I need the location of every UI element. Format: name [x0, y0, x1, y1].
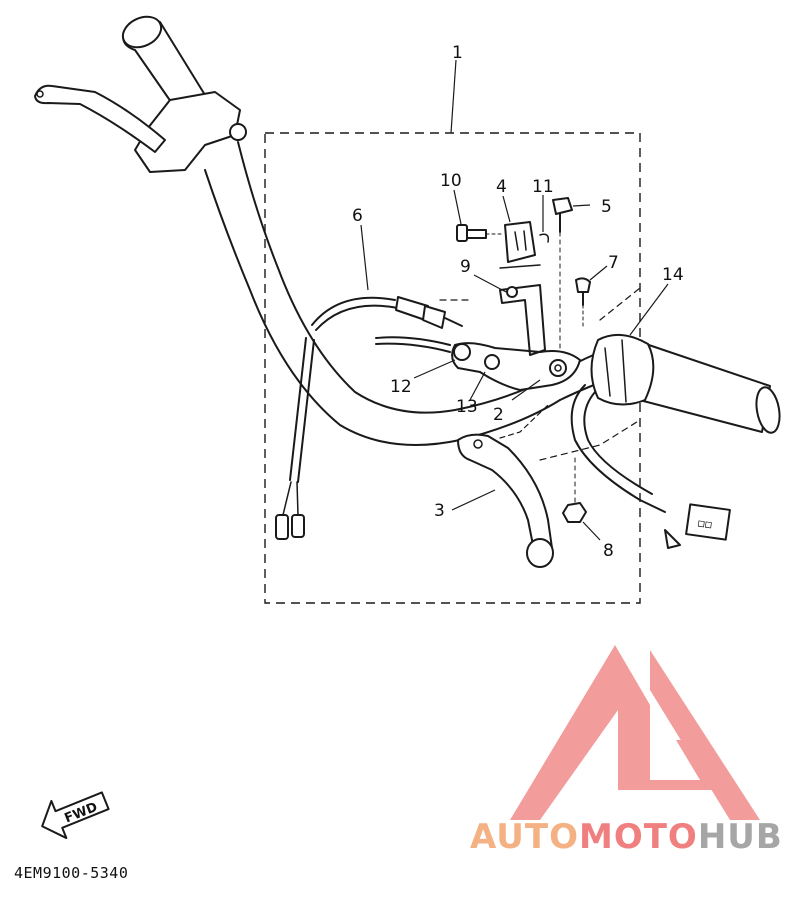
leader-lines: [360, 59, 669, 541]
watermark-text: AUTOMOTOHUB: [470, 817, 783, 857]
callout-4: 4: [496, 177, 507, 197]
callout-2: 2: [493, 405, 504, 425]
guide-lines: [439, 287, 641, 461]
watermark-auto: AUTO: [470, 817, 579, 857]
right-switch-cable: ◻◻: [570, 384, 731, 549]
callouts: 1 2 3 4 5 6 7 8 9 10 11 12 13 14: [352, 43, 684, 561]
callout-14: 14: [662, 265, 684, 285]
callout-12: 12: [390, 377, 412, 397]
left-grip: [121, 15, 247, 173]
clip-11: [539, 233, 550, 243]
callout-11: 11: [532, 177, 554, 197]
svg-text:◻◻: ◻◻: [697, 516, 713, 532]
nut-8: [562, 454, 587, 523]
callout-9: 9: [460, 257, 471, 277]
screw-10: [456, 224, 503, 242]
right-grip: [590, 333, 781, 434]
svg-text:AUTOMOTOHUB: AUTOMOTOHUB: [470, 817, 783, 857]
fwd-arrow: FWD: [41, 791, 110, 840]
watermark-hub: HUB: [698, 817, 783, 857]
callout-8: 8: [603, 541, 614, 561]
watermark-moto: MOTO: [579, 817, 698, 857]
part-code: 4EM9100-5340: [14, 864, 128, 882]
callout-6: 6: [352, 206, 363, 226]
lever-cable: [375, 336, 451, 353]
callout-3: 3: [434, 501, 445, 521]
callout-5: 5: [601, 197, 612, 217]
callout-7: 7: [608, 253, 619, 273]
switch-bracket: [499, 284, 546, 356]
bolt-5: [552, 197, 573, 351]
brake-switch: [499, 221, 541, 269]
switch-wire: [275, 337, 315, 540]
watermark-logo-icon: [510, 645, 760, 820]
left-lever: [34, 84, 166, 153]
cable-6: [311, 296, 463, 331]
brake-lever: [457, 404, 554, 568]
screw-7: [575, 277, 591, 329]
callout-10: 10: [440, 171, 462, 191]
callout-1: 1: [452, 43, 463, 63]
assembly-outline: [264, 132, 641, 604]
callout-13: 13: [456, 397, 478, 417]
lever-holder: [451, 342, 581, 391]
